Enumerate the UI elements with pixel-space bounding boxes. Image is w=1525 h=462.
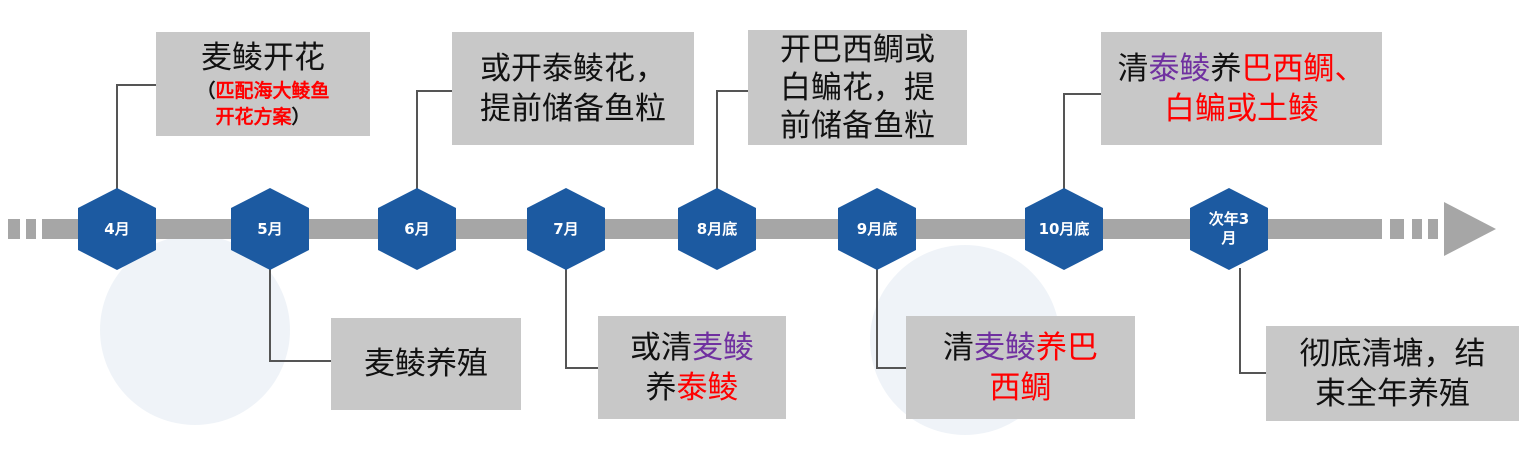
connector-jun bbox=[416, 90, 452, 190]
milestone-jul: 7月 bbox=[527, 188, 605, 270]
connector-sep bbox=[876, 268, 906, 369]
note-sep-red2: 西鲷 bbox=[989, 369, 1052, 406]
connector-aug bbox=[716, 90, 748, 190]
connector-lines bbox=[116, 84, 1266, 374]
note-jun-line2: 提前储备鱼粒 bbox=[480, 90, 666, 127]
milestone-sep: 9月底 bbox=[838, 188, 916, 270]
connector-apr bbox=[116, 84, 156, 190]
note-apr-red1: 匹配海大鲮鱼 bbox=[215, 80, 330, 102]
note-next-mar: 彻底清塘，结 束全年养殖 bbox=[1266, 326, 1519, 421]
milestone-aug: 8月底 bbox=[678, 188, 756, 270]
axis-arrowhead bbox=[1444, 202, 1496, 256]
note-mar-line1: 彻底清塘，结 bbox=[1299, 335, 1486, 372]
connector-jul bbox=[565, 268, 598, 369]
note-mar-line2: 束全年养殖 bbox=[1315, 375, 1470, 412]
note-oct-red1: 巴西鲷、 bbox=[1241, 50, 1366, 87]
milestone-next-mar: 次年3 月 bbox=[1190, 188, 1268, 270]
note-jul-red: 泰鲮 bbox=[676, 369, 739, 406]
note-sep-text1: 清 bbox=[943, 329, 974, 366]
milestone-may: 5月 bbox=[231, 188, 309, 270]
note-sep: 清麦鲮养巴 西鲷 bbox=[906, 316, 1135, 419]
note-jul: 或清麦鲮 养泰鲮 bbox=[598, 316, 786, 419]
note-apr: 麦鲮开花 （匹配海大鲮鱼 开花方案） bbox=[156, 32, 370, 136]
connector-may bbox=[269, 268, 331, 362]
note-may: 麦鲮养殖 bbox=[331, 318, 521, 410]
note-apr-red2: 开花方案 bbox=[215, 106, 292, 128]
milestone-label: 次年3 月 bbox=[1208, 210, 1250, 247]
note-aug: 开巴西鲷或 白鳊花，提 前储备鱼粒 bbox=[748, 30, 967, 145]
milestone-jun: 6月 bbox=[378, 188, 456, 270]
note-jul-text1: 或清 bbox=[630, 329, 692, 366]
note-aug-line1: 开巴西鲷或 bbox=[780, 31, 935, 68]
note-jul-text2: 养 bbox=[645, 369, 677, 406]
note-oct: 清泰鲮养巴西鲷、 白鳊或土鲮 bbox=[1101, 32, 1382, 145]
note-aug-line3: 前储备鱼粒 bbox=[780, 107, 935, 144]
note-oct-text2: 养 bbox=[1210, 50, 1242, 87]
milestone-apr: 4月 bbox=[78, 188, 156, 270]
milestone-label: 5月 bbox=[257, 219, 283, 238]
note-sep-purple: 麦鲮 bbox=[974, 329, 1036, 366]
axis-dashes bbox=[8, 219, 72, 239]
connector-oct bbox=[1063, 93, 1101, 190]
axis-dashes-right bbox=[1390, 219, 1438, 239]
milestone-label: 9月底 bbox=[856, 219, 898, 238]
note-jun: 或开泰鲮花， 提前储备鱼粒 bbox=[452, 32, 694, 145]
note-oct-text1: 清 bbox=[1117, 50, 1149, 87]
note-apr-paren-open: （ bbox=[196, 80, 216, 102]
note-aug-line2: 白鳊花，提 bbox=[780, 69, 935, 106]
note-oct-purple: 泰鲮 bbox=[1148, 50, 1211, 87]
milestone-label: 8月底 bbox=[696, 219, 738, 238]
note-apr-paren-close: ） bbox=[291, 106, 311, 128]
milestone-label: 10月底 bbox=[1038, 219, 1090, 238]
milestone-label: 6月 bbox=[404, 219, 430, 238]
milestone-label: 4月 bbox=[104, 219, 130, 238]
note-jul-purple: 麦鲮 bbox=[692, 329, 754, 366]
milestone-oct: 10月底 bbox=[1025, 188, 1103, 270]
note-sep-red1: 养巴 bbox=[1036, 329, 1098, 366]
connector-mar bbox=[1239, 268, 1266, 374]
note-jun-line1: 或开泰鲮花， bbox=[480, 50, 666, 87]
note-apr-line1: 麦鲮开花 bbox=[201, 40, 325, 76]
note-oct-red2: 白鳊或土鲮 bbox=[1164, 90, 1319, 127]
milestone-label: 7月 bbox=[553, 219, 579, 238]
note-may-text: 麦鲮养殖 bbox=[364, 346, 488, 382]
